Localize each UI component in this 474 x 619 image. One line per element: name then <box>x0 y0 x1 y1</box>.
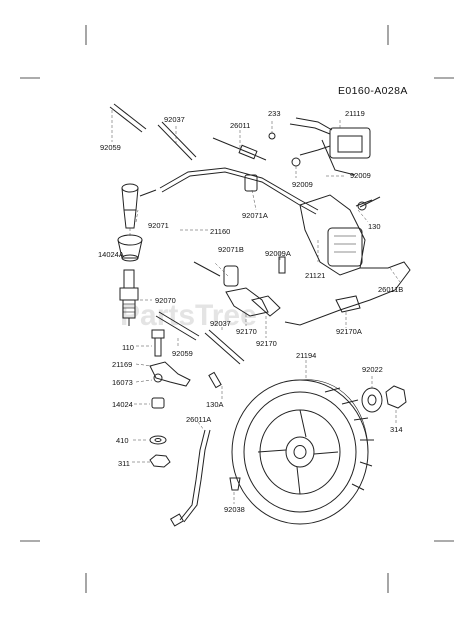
lead-21160 <box>159 167 319 211</box>
bolt-110 <box>151 329 165 357</box>
washer-92022 <box>361 387 383 413</box>
part-label-233: 233 <box>268 109 281 118</box>
part-label-314: 314 <box>390 425 403 434</box>
part-label-26011: 26011 <box>230 121 250 130</box>
part-label-92038: 92038 <box>224 505 245 514</box>
part-label-21169: 21169 <box>112 360 132 369</box>
part-label-130: 130 <box>368 222 381 231</box>
part-label-92009a: 92009A <box>265 249 291 258</box>
boot-14024A <box>117 234 143 262</box>
part-label-92070: 92070 <box>155 296 176 305</box>
nut-314 <box>385 385 407 409</box>
flywheel-21194 <box>231 379 374 525</box>
part-label-92022: 92022 <box>362 365 383 374</box>
screw-92009A <box>278 256 286 274</box>
nut-311 <box>149 454 171 468</box>
terminal-26011 <box>212 137 267 161</box>
terminal-21169 <box>149 361 191 387</box>
collar-92071B <box>223 265 239 287</box>
part-labels: 233 21119 92037 26011 92059 92009 92009 92071 92… <box>98 109 403 514</box>
part-label-92009: 92009 <box>292 180 313 189</box>
part-label-92170a: 92170A <box>336 327 362 336</box>
leader-lines <box>111 110 401 504</box>
part-label-26011b: 26011B <box>378 285 403 294</box>
part-label-21194: 21194 <box>296 351 316 360</box>
pin-92037-mid <box>204 332 241 365</box>
screw-130A <box>208 371 222 389</box>
screw-130 <box>359 196 381 208</box>
pin-92037 <box>157 124 193 161</box>
part-label-92059: 92059 <box>172 349 193 358</box>
part-label-92037: 92037 <box>164 115 185 124</box>
clip-14024 <box>151 397 165 409</box>
washer-410 <box>149 435 167 445</box>
wire-26011A <box>179 429 206 521</box>
watermark: PartsTree <box>120 299 257 332</box>
part-label-92071b: 92071B <box>218 245 244 254</box>
part-label-92037: 92037 <box>210 319 231 328</box>
rod-92059 <box>109 106 143 133</box>
part-label-21119: 21119 <box>345 109 365 118</box>
part-label-14024: 14024 <box>112 400 133 409</box>
bracket-92170 <box>225 287 269 317</box>
part-label-21121: 21121 <box>305 271 325 280</box>
part-label-92071: 92071 <box>148 221 169 230</box>
plate-92170A <box>335 295 361 313</box>
part-label-92071a: 92071A <box>242 211 268 220</box>
part-label-16073: 16073 <box>112 378 133 387</box>
ignition-coil-21119 <box>268 117 371 176</box>
part-drawings <box>109 103 411 527</box>
part-label-410: 410 <box>116 436 129 445</box>
part-label-311: 311 <box>118 459 130 468</box>
rod-92059-mid <box>155 315 197 341</box>
diagram-code: E0160-A028A <box>338 85 408 97</box>
part-label-92059: 92059 <box>100 143 121 152</box>
spark-plug-92070 <box>119 269 139 326</box>
part-label-14024a: 14024A <box>98 250 124 259</box>
part-label-21160: 21160 <box>210 227 230 236</box>
part-label-130a: 130A <box>206 400 224 409</box>
coil-module-21121 <box>284 194 411 326</box>
part-label-92170: 92170 <box>236 327 257 336</box>
crop-marks <box>20 25 454 593</box>
part-label-92009: 92009 <box>350 171 371 180</box>
clamp-16073 <box>153 373 163 383</box>
part-label-92170: 92170 <box>256 339 277 348</box>
part-label-110: 110 <box>122 343 134 352</box>
part-label-26011a: 26011A <box>186 415 211 424</box>
